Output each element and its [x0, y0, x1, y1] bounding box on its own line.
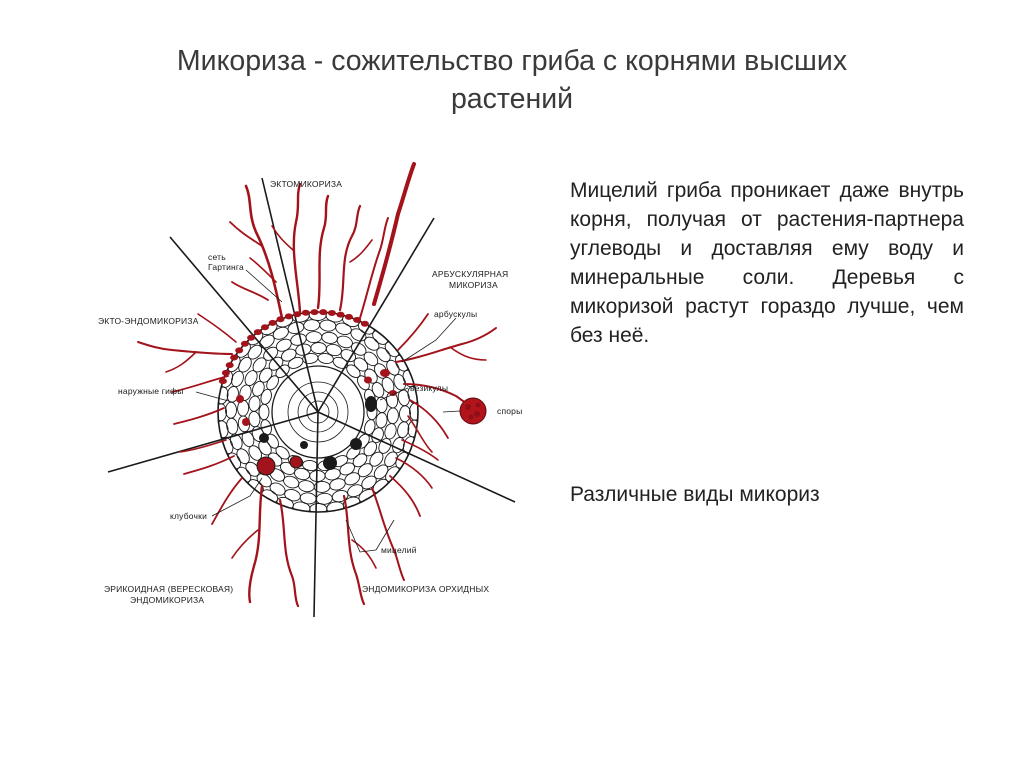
fungal-mantle	[218, 309, 369, 385]
hypha	[409, 399, 449, 439]
coil	[259, 433, 269, 443]
hypha	[197, 313, 237, 343]
label-arbuscular-1: АРБУСКУЛЯРНАЯ	[432, 269, 508, 279]
mantle-blob	[247, 334, 256, 341]
hypha	[401, 439, 439, 461]
body-text: Мицелий гриба проникает даже внутрь корн…	[570, 179, 964, 347]
hypha	[229, 221, 263, 247]
hypha	[359, 217, 389, 319]
hypha	[231, 281, 269, 301]
label-spores: споры	[497, 406, 522, 416]
hypha	[292, 182, 302, 314]
mantle-blob	[336, 311, 345, 318]
label-vesicles: везикулы	[410, 383, 448, 393]
hypha	[407, 415, 433, 453]
mantle-blob	[310, 309, 319, 316]
mantle-blob	[268, 319, 277, 326]
label-arbuscular-2: МИКОРИЗА	[449, 280, 498, 290]
label-coils: клубочки	[170, 511, 207, 521]
hypha	[351, 539, 377, 569]
hypha	[349, 239, 373, 263]
hypha	[165, 351, 197, 373]
hypha	[171, 375, 229, 393]
mantle-blob	[218, 378, 227, 385]
spores	[459, 397, 487, 425]
mantle-blob	[261, 324, 269, 331]
label-orchid: ЭНДОМИКОРИЗА ОРХИДНЫХ	[362, 584, 489, 594]
label-hartig-net-1: сеть	[208, 252, 226, 262]
cortex-cell	[386, 407, 399, 425]
mantle-blob	[225, 362, 234, 369]
hypha	[389, 475, 421, 517]
label-ericoid-2: ЭНДОМИКОРИЗА	[130, 595, 204, 605]
mantle-blob	[293, 311, 302, 318]
mantle-blob	[240, 340, 249, 347]
mantle-blob	[230, 354, 239, 361]
arbuscule	[364, 376, 372, 384]
coil	[236, 395, 244, 403]
leader-lines	[195, 269, 461, 553]
coil	[350, 438, 362, 450]
mantle-blob	[284, 313, 293, 320]
hypha	[173, 407, 225, 425]
diagram-labels: ЭКТОМИКОРИЗА сеть Гартинга АРБУСКУЛЯРНАЯ…	[98, 179, 522, 605]
mantle-blob	[221, 369, 230, 376]
hypha	[372, 162, 416, 306]
hypha	[395, 457, 433, 489]
sector-dividers	[107, 177, 516, 618]
coil	[323, 456, 337, 470]
title-line-1: Микориза - сожительство гриба с корнями …	[176, 45, 848, 77]
hypha	[179, 439, 227, 453]
hypha	[371, 487, 405, 581]
hypha	[231, 529, 259, 559]
cortex-cell	[397, 421, 410, 439]
hypha	[449, 346, 487, 361]
label-arbuscules: арбускулы	[434, 309, 477, 319]
label-ectomycorrhiza: ЭКТОМИКОРИЗА	[270, 179, 342, 189]
label-mycelium: мицелий	[381, 545, 417, 555]
hypha	[342, 494, 366, 606]
caption: Различные виды микориз	[570, 483, 820, 506]
mantle-blob	[319, 309, 328, 316]
hypha	[397, 313, 429, 351]
hypha	[137, 341, 233, 355]
label-hartig-net-2: Гартинга	[208, 262, 244, 272]
title-line-2: растений	[450, 83, 574, 115]
hypha	[211, 477, 243, 525]
hypha	[395, 327, 497, 363]
hypha	[316, 194, 330, 310]
coil	[289, 455, 303, 469]
hypha	[249, 257, 277, 283]
hyphae	[137, 162, 497, 608]
coil	[242, 418, 250, 426]
coil	[300, 441, 308, 449]
mantle-blob	[344, 313, 353, 320]
mantle-blob	[353, 316, 362, 323]
hypha	[271, 225, 294, 251]
mantle-blob	[327, 310, 336, 316]
hypha	[338, 204, 362, 312]
mantle-blob	[235, 347, 244, 354]
mantle-blob	[276, 316, 285, 323]
coil	[256, 456, 276, 476]
mantle-blob	[301, 309, 310, 316]
label-outer-hyphae: наружные гифы	[118, 386, 184, 396]
mantle-blob	[253, 329, 262, 336]
vesicle	[365, 396, 377, 412]
hypha	[244, 184, 284, 320]
label-ecto-endo: ЭКТО-ЭНДОМИКОРИЗА	[98, 316, 199, 326]
mantle-blob	[360, 320, 369, 327]
hypha	[183, 455, 235, 475]
arbuscule	[380, 369, 390, 377]
slide-title: Микориза - сожительство гриба с корнями …	[60, 42, 964, 118]
arbuscule	[389, 390, 397, 396]
hypha	[248, 484, 264, 604]
label-ericoid-1: ЭРИКОИДНАЯ (ВЕРЕСКОВАЯ)	[104, 584, 233, 594]
intracellular-structures	[236, 369, 397, 476]
hypha	[278, 498, 300, 608]
